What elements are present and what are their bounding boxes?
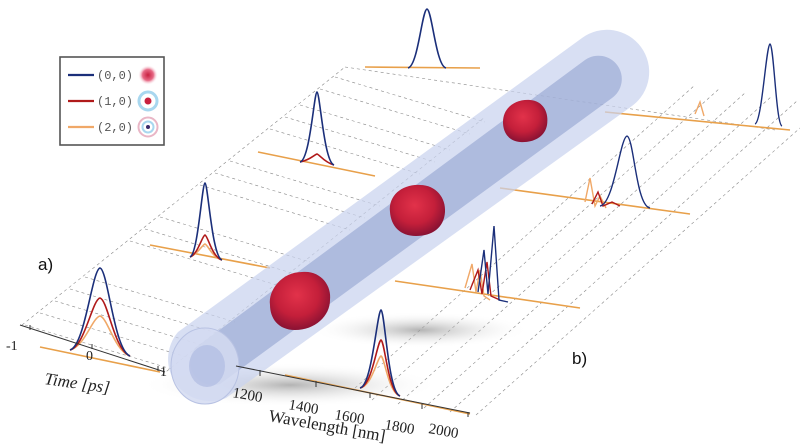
- ring-with-center-icon: [137, 90, 159, 112]
- fiber-core-end: [189, 345, 225, 387]
- time-pulse-group-3: [299, 91, 335, 166]
- time-pulse-1-mode00: [69, 267, 131, 357]
- spectrum-1-mode10: [359, 339, 401, 397]
- double-ring-icon: [137, 116, 159, 138]
- spectrum-group-1: [359, 309, 401, 397]
- time-pulse-group-4: [407, 8, 447, 69]
- gaussian-spot-icon: [138, 65, 158, 85]
- spectrum-3-mode20: [584, 177, 607, 209]
- fiber-pulse-1: [269, 271, 331, 330]
- time-pulse-3-mode00: [299, 91, 335, 166]
- legend-label-mode00: (0,0): [97, 69, 133, 83]
- spectrum-1-mode20: [359, 355, 401, 397]
- spectrum-4-mode00: [754, 43, 783, 127]
- fiber-pulses: [269, 99, 548, 330]
- panel-label-b: b): [572, 349, 587, 368]
- panel-label-a: a): [38, 255, 53, 274]
- trace-baselines: [39, 66, 791, 415]
- grid-dashed-lines: [21, 66, 800, 416]
- fiber-shadow-2: [310, 312, 530, 348]
- legend: (0,0) (1,0) (2,0): [59, 56, 165, 146]
- fiber-pulse-3: [503, 99, 548, 143]
- fiber-pulse-2: [389, 184, 446, 236]
- time-axis-label: Time [ps]: [43, 369, 111, 397]
- time-tick-0: 0: [86, 349, 93, 364]
- time-pulse-2-mode20: [189, 243, 223, 261]
- legend-entry-mode10: (1,0): [68, 90, 159, 112]
- spectrum-3-mode00: [599, 135, 651, 209]
- wl-tick-1600: 1600: [333, 407, 365, 428]
- time-pulse-4-mode00: [407, 8, 447, 69]
- wavelength-axis-label: Wavelength [nm]: [267, 406, 387, 445]
- spectrum-group-2: [464, 225, 509, 303]
- time-tick-neg1: -1: [6, 339, 18, 354]
- wl-tick-1400: 1400: [287, 397, 319, 418]
- wl-tick-1800: 1800: [383, 417, 415, 438]
- wl-tick-2000: 2000: [427, 421, 459, 442]
- spectrum-group-3: [584, 135, 651, 209]
- legend-label-mode20: (2,0): [97, 121, 133, 135]
- spectrum-3-mode10: [591, 190, 621, 207]
- spectrum-2-mode20: [464, 263, 491, 301]
- time-pulse-group-1: [69, 267, 131, 357]
- time-pulse-2-mode10: [189, 234, 223, 261]
- legend-label-mode10: (1,0): [97, 95, 133, 109]
- wl-tick-1200: 1200: [231, 385, 263, 406]
- time-pulse-2-mode00: [189, 182, 223, 261]
- legend-entry-mode00: (0,0): [68, 65, 158, 85]
- spectrum-4-mode20: [694, 99, 705, 117]
- spectrum-2-mode10: [469, 261, 501, 301]
- spectrum-2-mode00: [477, 225, 509, 303]
- time-pulse-group-2: [189, 182, 223, 261]
- time-pulse-1-mode10: [69, 297, 131, 357]
- spectrum-group-4: [694, 43, 783, 127]
- time-pulse-1-mode20: [69, 315, 131, 357]
- legend-entry-mode20: (2,0): [68, 116, 159, 138]
- spectrum-1-mode00: [359, 309, 401, 397]
- time-tick-1: 1: [160, 365, 167, 380]
- time-pulse-3-mode10: [299, 153, 335, 166]
